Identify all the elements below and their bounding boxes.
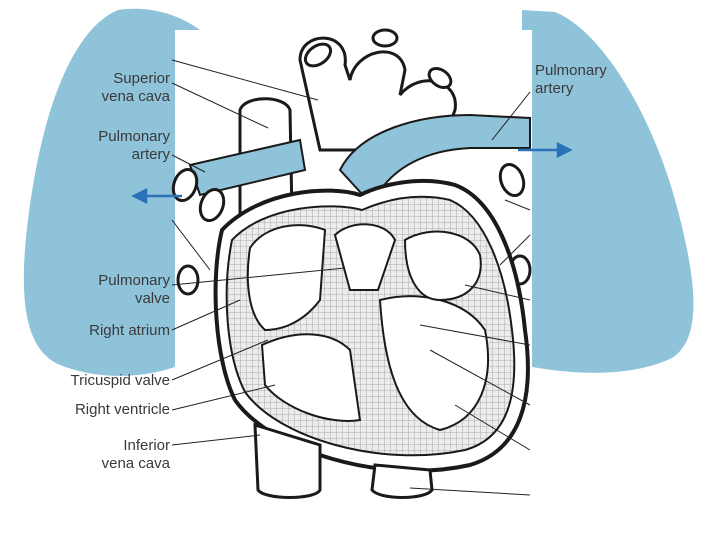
left-lung xyxy=(23,8,201,376)
arrow-right-icon xyxy=(518,141,573,159)
aortic-root xyxy=(333,223,397,291)
right-ventricle xyxy=(260,333,362,422)
pulmonary-artery-trunk xyxy=(338,113,531,207)
descending-aorta xyxy=(370,463,434,499)
arrow-left-icon xyxy=(131,187,182,205)
right-atrium xyxy=(246,224,327,332)
label-right-atrium: Right atrium xyxy=(89,322,170,339)
leader-lines xyxy=(171,59,531,496)
inferior-vena-cava xyxy=(253,422,322,499)
label-tricuspid-valve: Tricuspid valve xyxy=(70,372,170,389)
label-right-ventricle: Right ventricle xyxy=(74,401,170,418)
right-lung xyxy=(522,10,694,373)
left-atrium xyxy=(403,230,482,302)
